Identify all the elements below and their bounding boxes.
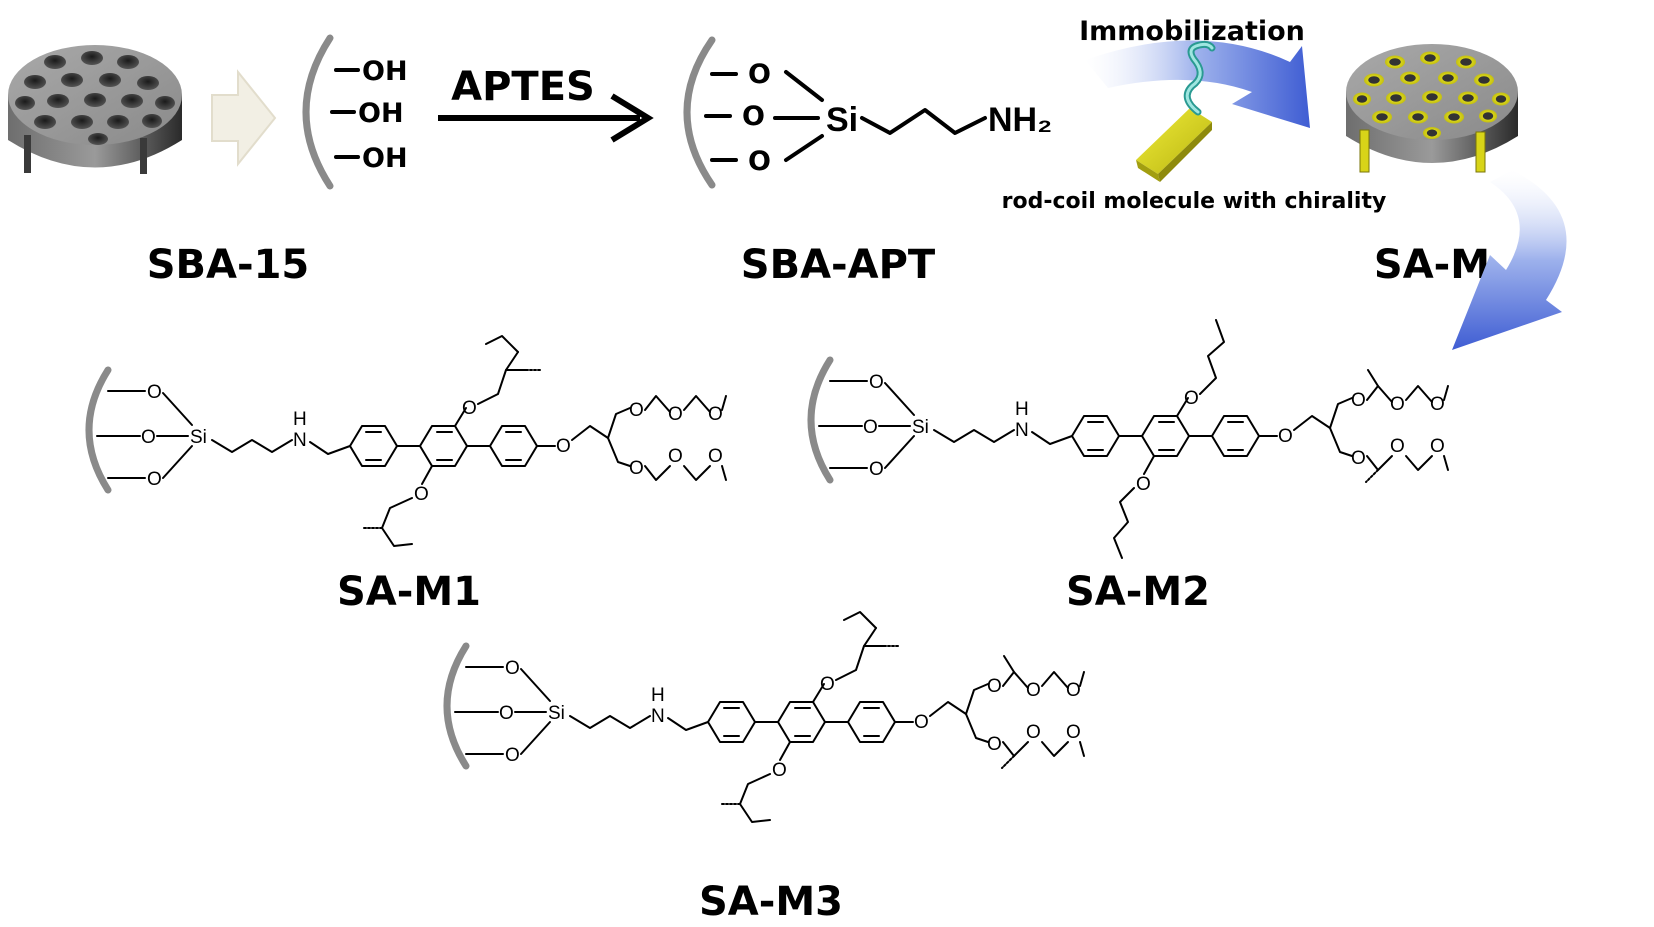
o-atom: O	[820, 674, 835, 695]
h-atom: H	[1015, 399, 1029, 420]
o-atom: O	[708, 404, 723, 425]
si-atom: Si	[826, 101, 858, 139]
o-atom: O	[462, 398, 477, 419]
rod-coil-molecule-icon	[1136, 40, 1216, 182]
o-atom: O	[1430, 394, 1445, 415]
sa-m-disk-image	[1346, 44, 1518, 173]
o-atom: O	[1390, 436, 1405, 457]
label-sba15: SBA-15	[147, 242, 310, 288]
o-atom: O	[869, 372, 884, 393]
o-atom: O	[668, 404, 683, 425]
o-atom: O	[1066, 722, 1081, 743]
immobilization-arrow: Immobilization	[1079, 16, 1310, 128]
label-sa-m3: SA-M3	[699, 879, 843, 925]
sba-apt-structure: O O O Si NH₂	[683, 36, 1052, 189]
silanol-surface: OH OH OH	[302, 34, 408, 190]
curved-arrow-icon	[1452, 170, 1567, 350]
o-atom: O	[505, 658, 520, 679]
o-atom: O	[414, 484, 429, 505]
o-atom: O	[1278, 426, 1293, 447]
o-atom: O	[141, 427, 156, 448]
h-atom: H	[651, 685, 665, 706]
o-atom: O	[1184, 388, 1199, 409]
si-atom: Si	[548, 703, 565, 724]
o-atom: O	[629, 458, 644, 479]
label-sa-m2: SA-M2	[1066, 569, 1210, 615]
n-atom: N	[651, 706, 665, 727]
o-atom: O	[772, 760, 787, 781]
si-atom: Si	[912, 417, 929, 438]
label-aptes: APTES	[451, 64, 595, 110]
o-atom: O	[1351, 390, 1366, 411]
o-atom: O	[748, 59, 771, 90]
label-sba-apt: SBA-APT	[741, 242, 936, 288]
o-atom: O	[147, 382, 162, 403]
sa-m1-structure: O O O Si N H O O O	[85, 335, 727, 547]
o-atom: O	[708, 446, 723, 467]
aptes-reaction-arrow: APTES	[438, 64, 654, 143]
o-atom: O	[987, 676, 1002, 697]
label-immobilization: Immobilization	[1079, 16, 1305, 47]
o-atom: O	[499, 703, 514, 724]
o-atom: O	[863, 417, 878, 438]
o-atom: O	[914, 712, 929, 733]
o-atom: O	[629, 400, 644, 421]
oh-label: OH	[362, 143, 408, 174]
sa-m3-structure: O O O Si N H O O O	[443, 611, 1085, 823]
o-atom: O	[1026, 722, 1041, 743]
o-atom: O	[987, 734, 1002, 755]
n-atom: N	[293, 430, 307, 451]
si-atom: Si	[190, 427, 207, 448]
label-sa-m1: SA-M1	[337, 569, 481, 615]
nh2-group: NH₂	[988, 101, 1052, 139]
o-atom: O	[556, 436, 571, 457]
o-atom: O	[668, 446, 683, 467]
sba15-disk-image	[8, 45, 182, 174]
o-atom: O	[1390, 394, 1405, 415]
hollow-arrow-icon	[211, 69, 277, 167]
o-atom: O	[748, 146, 771, 177]
o-atom: O	[147, 469, 162, 490]
oh-label: OH	[358, 98, 404, 129]
label-rod-coil: rod-coil molecule with chirality	[1002, 189, 1387, 214]
o-atom: O	[1351, 448, 1366, 469]
h-atom: H	[293, 409, 307, 430]
o-atom: O	[1026, 680, 1041, 701]
n-atom: N	[1015, 420, 1029, 441]
o-atom: O	[742, 101, 765, 132]
o-atom: O	[869, 459, 884, 480]
label-sa-m: SA-M	[1374, 242, 1490, 288]
o-atom: O	[1430, 436, 1445, 457]
o-atom: O	[1066, 680, 1081, 701]
o-atom: O	[1136, 474, 1151, 495]
oh-label: OH	[362, 56, 408, 87]
o-atom: O	[505, 745, 520, 766]
sa-m2-structure: O O O Si N H O O O O O	[807, 319, 1449, 559]
